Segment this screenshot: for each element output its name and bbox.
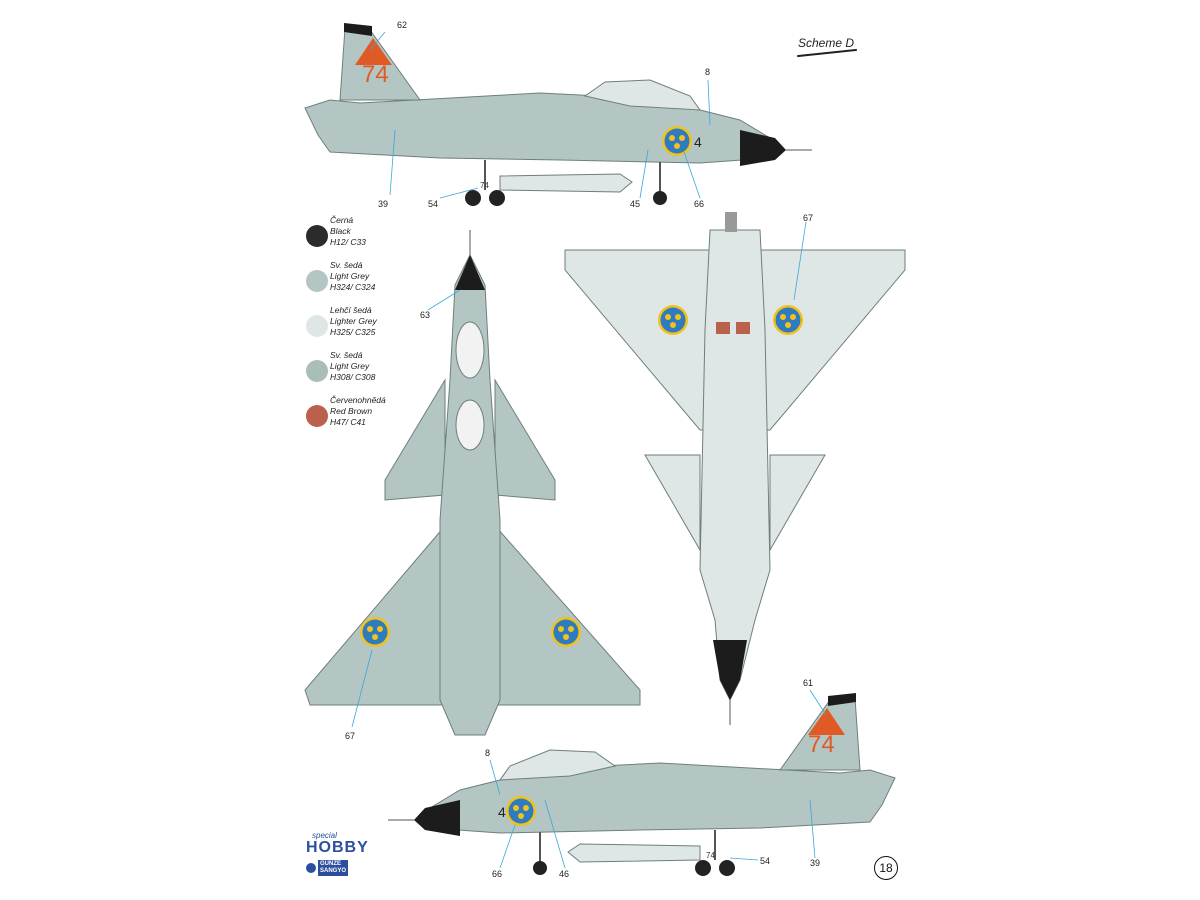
callout-54-top: 54	[428, 199, 438, 209]
page-number: 18	[874, 856, 898, 880]
callouts-plan-right	[793, 221, 807, 301]
callout-61: 61	[803, 678, 813, 688]
legend-item-name-cz: Černá	[330, 215, 354, 225]
nose-code-bottom: 4	[498, 804, 506, 820]
callout-62: 62	[397, 20, 407, 30]
callout-8-top: 8	[705, 67, 710, 77]
legend-item-name-en: Light Grey	[330, 271, 370, 281]
legend-item-code: H12/ C33	[330, 237, 366, 247]
brand-special-text: special	[312, 831, 337, 840]
legend-item-name-cz: Sv. šedá	[330, 350, 363, 360]
side-profile-bottom: 74 4 74	[388, 693, 896, 876]
callout-8-bottom: 8	[485, 748, 490, 758]
callout-39-bottom: 39	[810, 858, 820, 868]
gear-code-bottom: 74	[706, 851, 715, 860]
callout-63: 63	[420, 310, 430, 320]
tail-code-bottom: 74	[808, 731, 835, 758]
plan-view-upper	[304, 230, 641, 736]
tail-code-top: 74	[362, 61, 389, 88]
swatch-lighter-grey	[306, 315, 328, 337]
brand-hobby-text: HOBBY	[306, 839, 369, 856]
swatch-light-grey-324	[306, 270, 328, 292]
legend-item-code: H325/ C325	[330, 327, 376, 337]
scheme-title: Scheme D	[798, 36, 855, 50]
callout-45: 45	[630, 199, 640, 209]
callout-46: 46	[559, 869, 569, 879]
callouts-top	[369, 31, 711, 199]
callout-67-bottom: 67	[345, 731, 355, 741]
swatch-light-grey-308	[306, 360, 328, 382]
callout-66-top: 66	[694, 199, 704, 209]
callout-54-bottom: 54	[760, 856, 770, 866]
callout-66-bottom: 66	[492, 869, 502, 879]
legend-item-name-en: Lighter Grey	[330, 316, 377, 326]
side-profile-top: 74 4 74	[304, 23, 812, 206]
legend-item-name-en: Red Brown	[330, 406, 373, 416]
callout-39-top: 39	[378, 199, 388, 209]
legend-item-name-cz: Lehčí šedá	[330, 305, 372, 315]
legend-item-code: H308/ C308	[330, 372, 376, 382]
legend-item-name-en: Black	[330, 226, 351, 236]
gunze-word: GUNZE	[320, 861, 341, 867]
legend-item-name-cz: Sv. šedá	[330, 260, 363, 270]
legend-item-code: H47/ C41	[330, 417, 366, 427]
swatch-black	[306, 225, 328, 247]
legend-item-name-cz: Červenohnědá	[330, 395, 386, 405]
gunze-logo-icon	[306, 863, 316, 873]
swatch-red-brown	[306, 405, 328, 427]
legend-item-code: H324/ C324	[330, 282, 376, 292]
legend-item-name-en: Light Grey	[330, 361, 370, 371]
gear-code-top: 74	[480, 181, 489, 190]
nose-code-top: 4	[694, 134, 702, 150]
callouts-bottom	[489, 689, 827, 869]
callout-67-mid: 67	[803, 213, 813, 223]
plan-view-underside	[564, 212, 906, 725]
callouts-plan-left	[351, 289, 461, 728]
sangyo-word: SANGYO	[320, 868, 347, 874]
